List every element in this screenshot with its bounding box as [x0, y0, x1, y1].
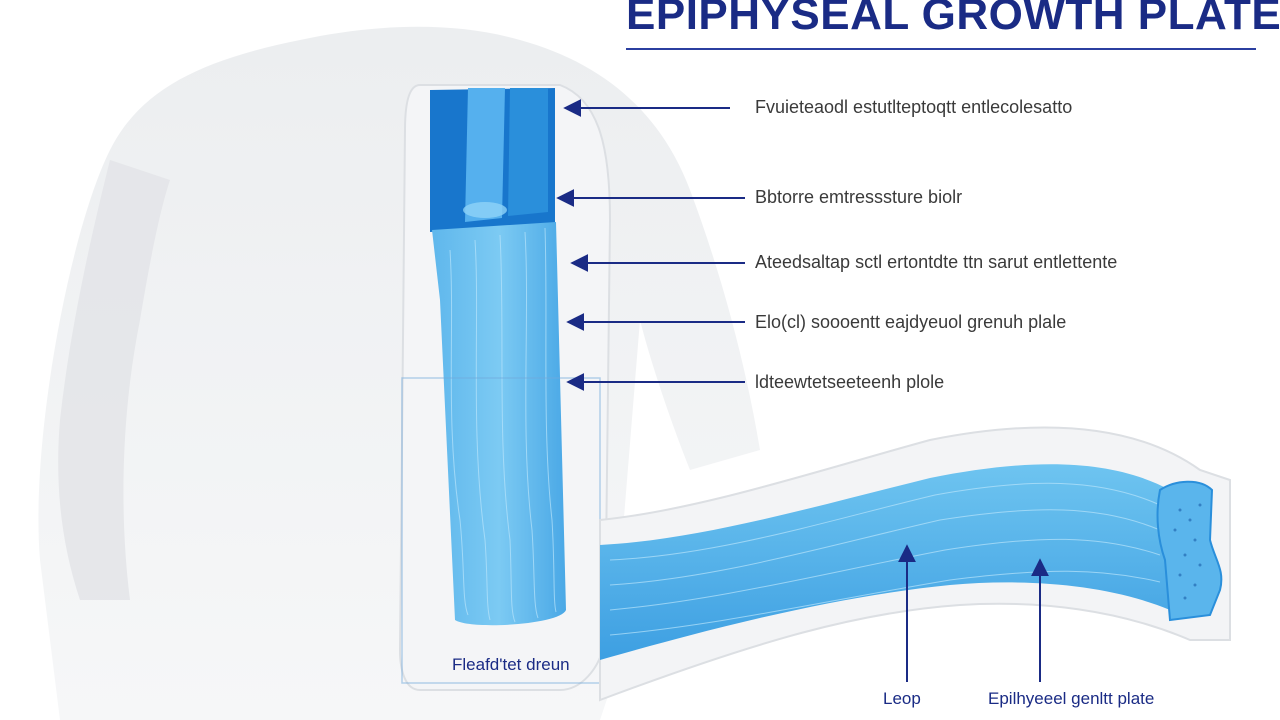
epiphysis-band-light: [465, 88, 505, 222]
callout-label-5: ldteewtetseeteenh plole: [755, 372, 945, 392]
diaphysis-texture: [449, 227, 557, 623]
diaphysis: [432, 222, 566, 626]
forearm-label-right: Epilhyeeel genltt plate: [988, 689, 1155, 708]
epiphysis-joint-highlight: [463, 202, 507, 218]
epiphysis-band-mid: [508, 88, 548, 216]
title-underline: [626, 48, 1256, 50]
body-arm-shadow: [58, 160, 170, 600]
cross-section-spongy-dots: [1173, 503, 1202, 600]
callout-label-4: Elo(cl) soooentt eajdyeuol grenuh plale: [755, 312, 1067, 332]
forearm-label-left: Leop: [883, 689, 921, 708]
diagram-title: EPIPHYSEAL GROWTH PLATE: [626, 0, 1280, 39]
upper-arm-base-label: Fleafd'tet dreun: [452, 655, 570, 674]
forearm-cross-section: [1156, 480, 1223, 622]
callout-label-1: Fvuieteaodl estutlteptoqtt entlecolesatt…: [755, 97, 1073, 117]
forearm-texture: [609, 482, 1161, 636]
callout-label-3: Ateedsaltap sctl ertontdte ttn sarut ent…: [755, 252, 1118, 272]
callout-label-2: Bbtorre emtresssture biolr: [755, 187, 963, 207]
